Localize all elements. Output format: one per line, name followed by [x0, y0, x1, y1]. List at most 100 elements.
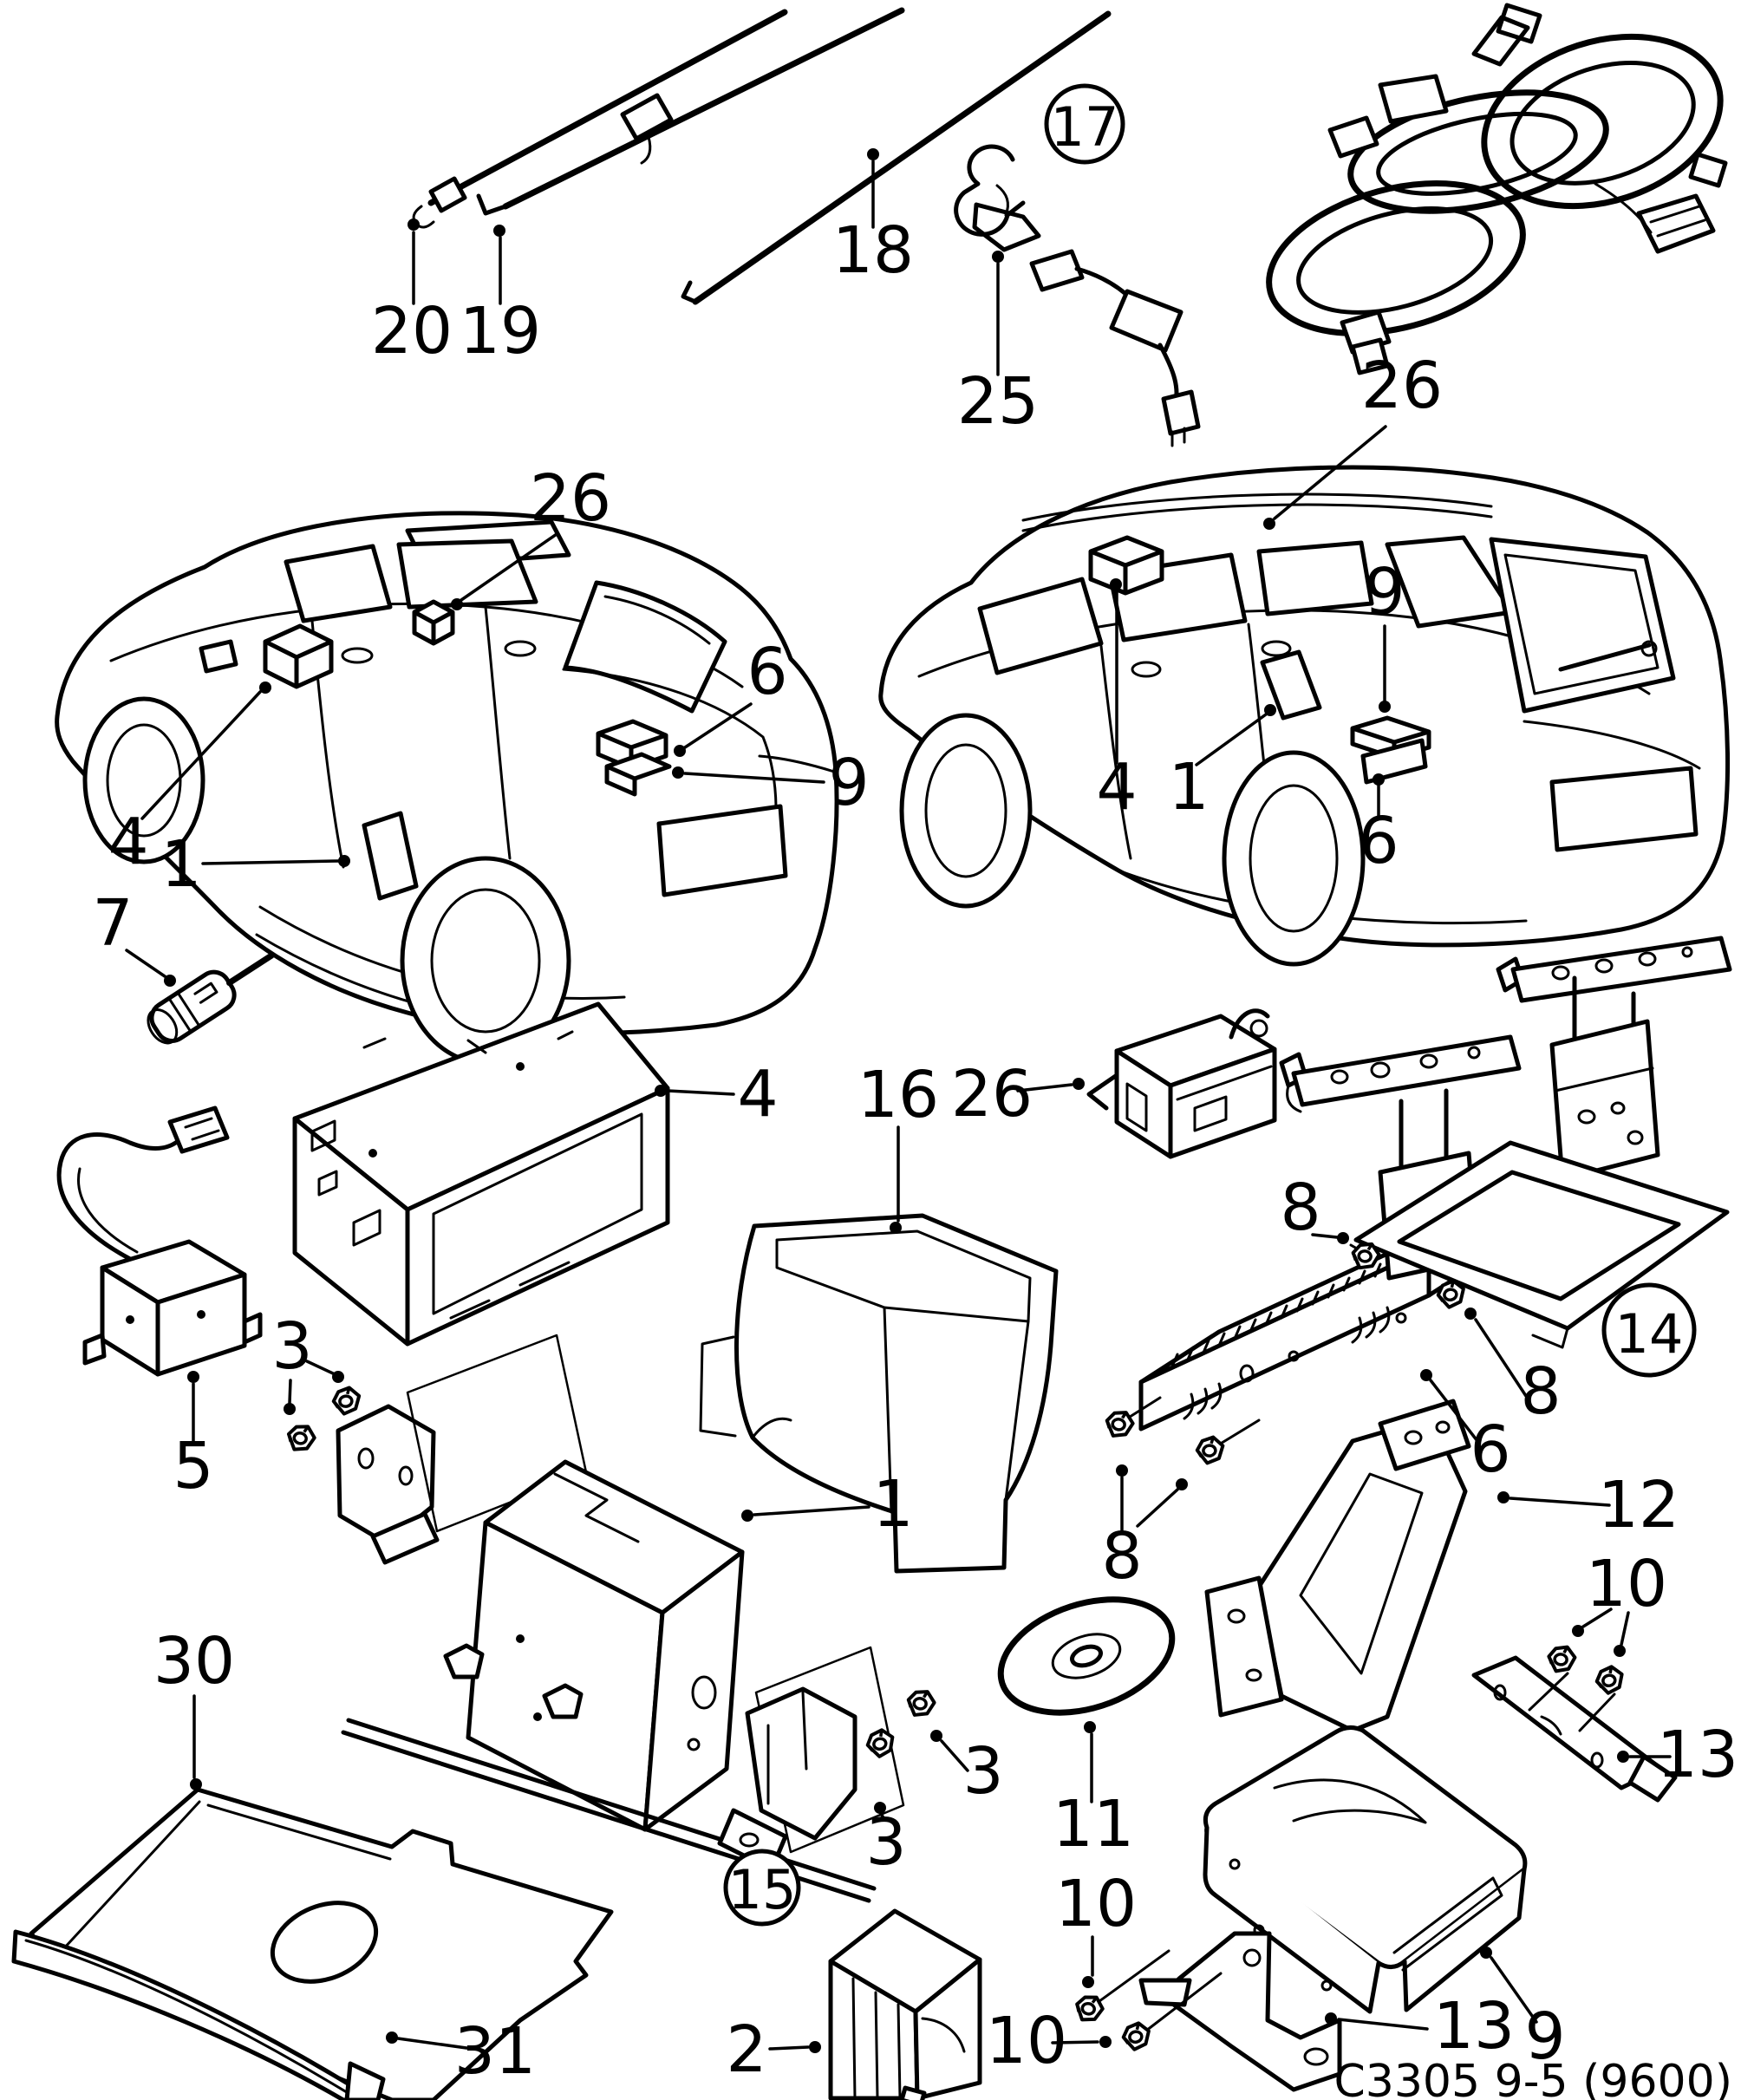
wagon-license-recess — [1549, 766, 1699, 852]
speaker-box-2 — [828, 1908, 982, 2100]
harness-adapter-lead — [1029, 249, 1201, 447]
nav-bracket-upper — [1471, 1643, 1678, 1803]
callout-label-15: 15 — [728, 1858, 797, 1921]
callout-label: 3 — [962, 1734, 1003, 1809]
console-cover — [699, 1213, 1059, 1574]
callout-26-top: 26 — [1263, 349, 1443, 530]
callout-label: 10 — [1586, 1547, 1667, 1621]
wagon-car — [878, 465, 1731, 967]
callout-2: 2 — [726, 2012, 821, 2087]
radio-head-unit — [292, 1001, 670, 1347]
callout-31: 31 — [386, 2014, 536, 2089]
amplifier-unit — [406, 1334, 905, 1854]
callout-3-upper: 3 — [271, 1309, 344, 1415]
callout-19: 19 — [460, 225, 541, 368]
radio-front-bezel — [432, 1112, 643, 1315]
callout-label: 9 — [1524, 1999, 1565, 2074]
callout-label: 9 — [1364, 555, 1405, 629]
sedan-trunk-speakers — [596, 719, 672, 797]
callout-label: 1 — [1168, 750, 1209, 825]
callout-8-left: 8 — [1280, 1171, 1349, 1245]
callout-label: 8 — [1280, 1171, 1320, 1245]
callout-11: 11 — [1053, 1721, 1134, 1862]
speaker-slats — [851, 1977, 902, 2100]
callout-30: 30 — [153, 1624, 235, 1790]
mounting-rails-15 — [341, 1643, 877, 1927]
sedan-shelf-module — [412, 599, 455, 646]
callout-4-radio: 4 — [655, 1057, 779, 1132]
callout-6-changer: 6 — [1420, 1369, 1511, 1487]
wagon-roof-rails — [1021, 492, 1493, 532]
wagon-window-1 — [977, 577, 1104, 675]
callout-label: 7 — [92, 886, 133, 961]
callout-label: 26 — [530, 461, 611, 536]
callout-label: 19 — [460, 294, 541, 368]
bracket-post-right — [1549, 975, 1660, 1182]
callout-8-right: 8 — [1464, 1308, 1562, 1429]
callout-10-mid: 10 — [1055, 1867, 1137, 1988]
changer-connector-teeth — [1170, 1262, 1382, 1368]
callout-26-module: 26 — [951, 1057, 1085, 1132]
sedan-car — [55, 511, 839, 1066]
antenna-adapter-plug — [147, 952, 275, 1045]
roof-bracket-group-14 — [1279, 936, 1732, 1378]
module-26 — [1086, 1008, 1277, 1159]
callout-10-low: 10 — [986, 2004, 1112, 2078]
module-latch — [1086, 1073, 1119, 1111]
callout-25: 25 — [957, 251, 1039, 439]
wagon-tailgate-glass — [1489, 537, 1676, 714]
radio-bracket-upper — [284, 1385, 440, 1565]
callout-3-low1: 3 — [930, 1730, 1004, 1809]
wagon-window-3 — [1256, 540, 1374, 616]
callout-label: 6 — [1470, 1412, 1510, 1487]
callout-label: 18 — [832, 213, 914, 288]
amp-handle — [553, 1472, 640, 1543]
callout-label: 20 — [371, 294, 453, 368]
antenna-rod-18 — [681, 10, 1112, 305]
callout-9-wagon: 9 — [1364, 555, 1405, 713]
callout-9-nav: 9 — [1480, 1947, 1566, 2074]
harness-kit-17 — [1029, 3, 1728, 447]
callout-label-14: 14 — [1615, 1302, 1684, 1366]
callout-label: 25 — [957, 364, 1039, 439]
sedan-side-window-2 — [396, 538, 538, 610]
callout-label: 26 — [1361, 349, 1443, 423]
callout-label: 6 — [747, 635, 787, 709]
harness-coil-c — [1266, 180, 1526, 336]
callout-label: 30 — [153, 1624, 235, 1699]
callout-13-upper: 13 — [1617, 1718, 1738, 1792]
callout-12: 12 — [1497, 1468, 1679, 1542]
callout-3-low2: 3 — [865, 1802, 907, 1880]
callout-label: 6 — [1358, 804, 1399, 878]
lower-screws-3 — [863, 1686, 938, 1761]
callout-label: 31 — [454, 2014, 536, 2089]
callout-label: 4 — [108, 805, 148, 879]
callout-label: 8 — [1101, 1519, 1142, 1594]
nav-bracket-lower — [1072, 1931, 1342, 2092]
antenna-rod-20 — [412, 9, 788, 229]
trim-strip — [11, 1929, 386, 2100]
callout-label: 3 — [865, 1805, 906, 1880]
harness-coil-a — [1481, 33, 1724, 210]
wagon-quarter-speaker — [1260, 649, 1322, 721]
callout-1-wagon: 1 — [1168, 704, 1276, 825]
callout-label-17: 17 — [1051, 95, 1119, 159]
wagon-front-wheel — [899, 713, 1033, 909]
sedan-quarter-speaker — [362, 811, 419, 901]
callout-label: 8 — [1520, 1354, 1561, 1429]
callout-18: 18 — [832, 148, 914, 288]
circled-label-14 — [1601, 1282, 1697, 1378]
callout-label: 5 — [173, 1429, 213, 1503]
sedan-license-recess — [656, 804, 788, 897]
callout-6-sedan: 6 — [674, 635, 788, 757]
sedan-seat-box — [263, 623, 334, 689]
circled-label-15 — [723, 1849, 801, 1927]
diagram-code: C3305 9-5 (9600) — [1333, 2056, 1732, 2100]
callout-8-mid: 8 — [1101, 1464, 1188, 1594]
wagon-bumper-speakers — [1350, 715, 1431, 785]
mat-hole — [270, 1901, 379, 1984]
callout-5: 5 — [173, 1371, 214, 1503]
callout-label: 9 — [828, 746, 869, 820]
